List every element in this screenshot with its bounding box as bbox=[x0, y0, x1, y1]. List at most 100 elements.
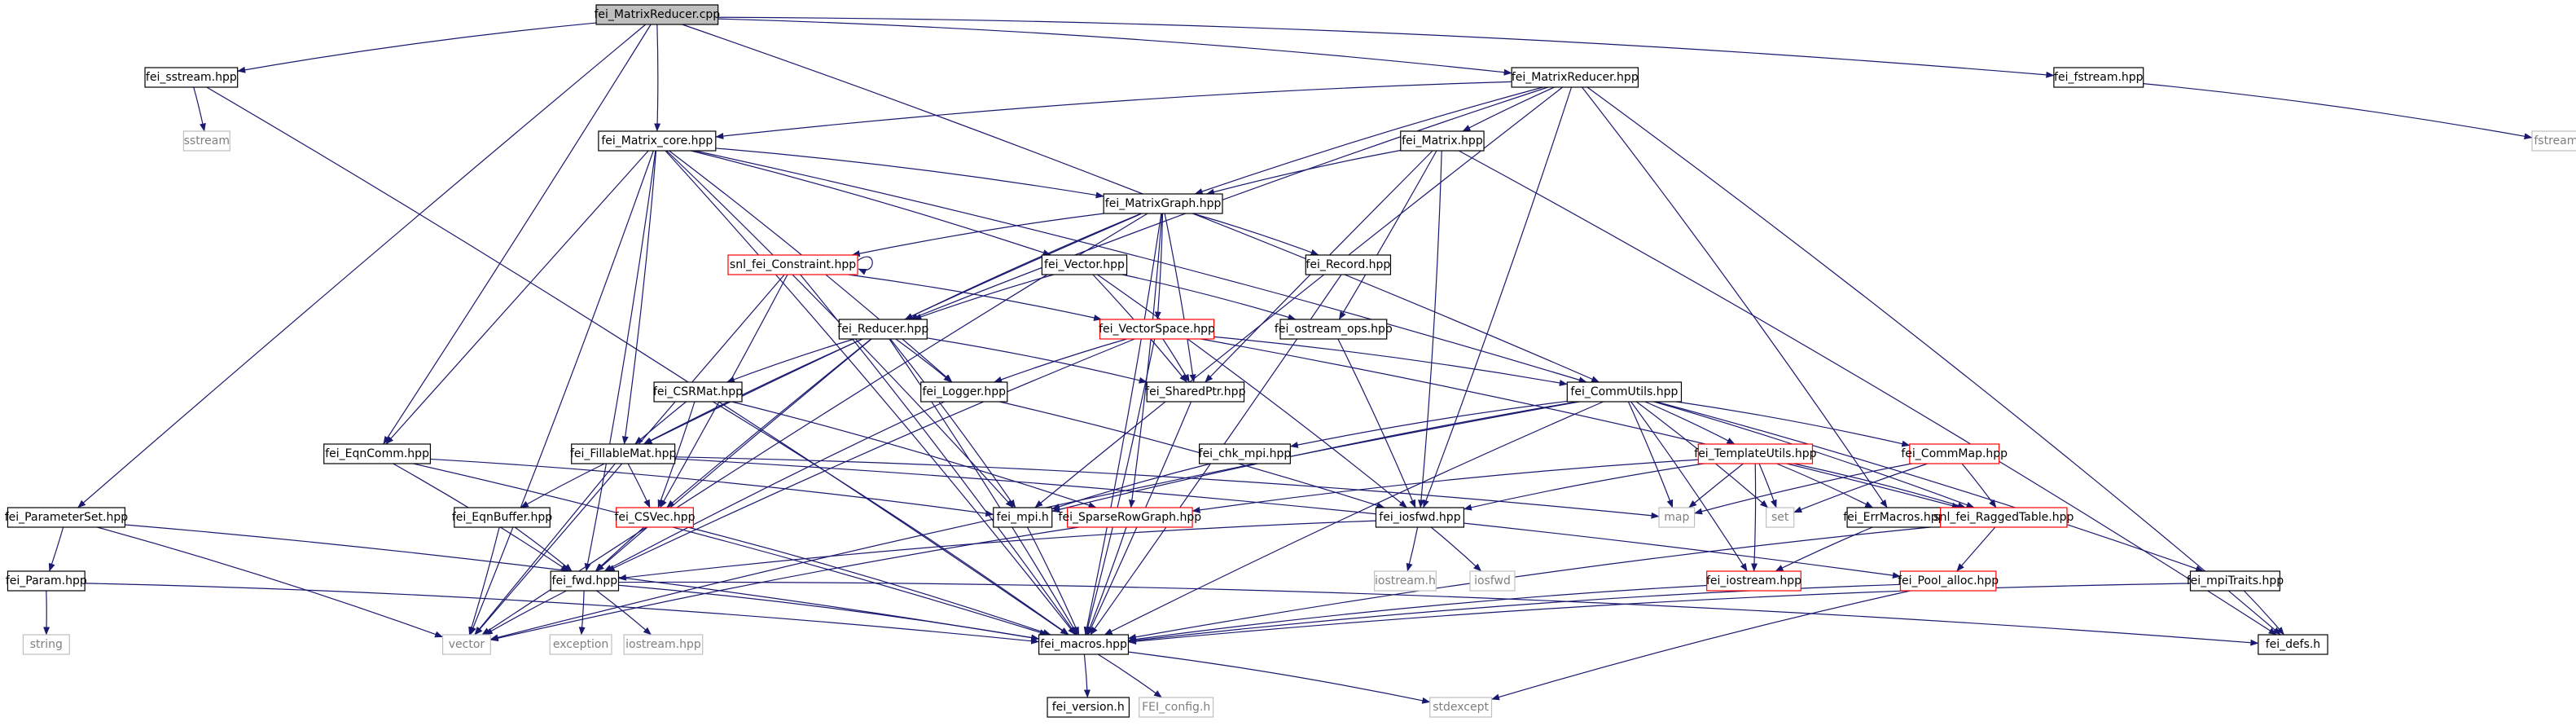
node-box bbox=[571, 443, 676, 464]
node-chkmpi[interactable]: fei_chk_mpi.hpp bbox=[1199, 443, 1292, 464]
node-eqnbuf[interactable]: fei_EqnBuffer.hpp bbox=[452, 507, 552, 528]
edge-commutils-to-ragged bbox=[1653, 401, 1975, 508]
node-fstream-h[interactable]: fei_fstream.hpp bbox=[2053, 67, 2144, 88]
node-iostream-hpp-ext: iostream.hpp bbox=[623, 634, 704, 655]
edge-mcore-to-vector bbox=[469, 150, 654, 636]
node-templ[interactable]: fei_TemplateUtils.hpp bbox=[1694, 443, 1817, 464]
node-defs[interactable]: fei_defs.h bbox=[2258, 634, 2328, 655]
node-ragged[interactable]: snl_fei_RaggedTable.hpp bbox=[1933, 507, 2074, 528]
edge-root-to-mcore bbox=[654, 24, 661, 132]
edge-constraint-to-vspace bbox=[848, 274, 1103, 321]
node-iosfwd-h[interactable]: fei_iosfwd.hpp bbox=[1375, 507, 1465, 528]
node-label: fei_fwd.hpp bbox=[552, 574, 618, 587]
node-label: fei_MatrixReducer.hpp bbox=[1512, 71, 1639, 84]
edge-mcore-to-macros bbox=[665, 150, 1076, 636]
node-csvec[interactable]: fei_CSVec.hpp bbox=[615, 507, 696, 528]
node-label: fei_MatrixReducer.cpp bbox=[595, 8, 721, 21]
node-label: fei_SparseRowGraph.hpp bbox=[1059, 511, 1202, 524]
edge-chkmpi-to-mpi bbox=[1051, 463, 1211, 510]
node-vspace[interactable]: fei_VectorSpace.hpp bbox=[1099, 319, 1215, 340]
edge-mgraph-to-vspace bbox=[1154, 213, 1164, 320]
node-fwd[interactable]: fei_fwd.hpp bbox=[550, 570, 620, 592]
edge-csrmat-to-srg bbox=[731, 401, 1097, 508]
edge-root-to-eqncomm bbox=[383, 24, 652, 445]
node-box bbox=[323, 443, 432, 464]
edge-mr-h-to-mpi bbox=[1034, 86, 1564, 508]
edge-vspace-to-fwd bbox=[606, 338, 1135, 572]
node-eqncomm[interactable]: fei_EqnComm.hpp bbox=[323, 443, 432, 464]
node-sharedptr[interactable]: fei_SharedPtr.hpp bbox=[1145, 381, 1246, 403]
edge-constraint-to-constraint bbox=[857, 256, 873, 275]
node-errmacros[interactable]: fei_ErrMacros.hpp bbox=[1843, 507, 1946, 528]
node-exception: exception bbox=[549, 634, 612, 655]
edge-fillable-to-eqnbuf bbox=[520, 463, 605, 508]
node-mpi[interactable]: fei_mpi.h bbox=[993, 507, 1053, 528]
edge-matrix-to-defs bbox=[1458, 150, 2277, 636]
node-box bbox=[1400, 130, 1485, 152]
node-label: fei_iosfwd.hpp bbox=[1379, 511, 1460, 524]
node-record[interactable]: fei_Record.hpp bbox=[1305, 254, 1392, 275]
edge-fwd-to-exception bbox=[578, 590, 586, 636]
node-mpitraits[interactable]: fei_mpiTraits.hpp bbox=[2187, 570, 2284, 592]
edge-vspace-to-sharedptr bbox=[1162, 338, 1191, 383]
edge-mcore-to-fillable bbox=[621, 150, 657, 445]
edge-root-to-fstream-h bbox=[718, 16, 2055, 78]
edge-mr-h-to-reducer bbox=[909, 86, 1548, 320]
node-ostream-ops[interactable]: fei_ostream_ops.hpp bbox=[1275, 319, 1393, 340]
node-version[interactable]: fei_version.h bbox=[1047, 697, 1130, 718]
node-box bbox=[727, 254, 858, 275]
edge-macros-to-config bbox=[1097, 653, 1162, 698]
node-mgraph[interactable]: fei_MatrixGraph.hpp bbox=[1103, 193, 1223, 214]
node-reducer[interactable]: fei_Reducer.hpp bbox=[837, 319, 928, 340]
node-label: fei_Reducer.hpp bbox=[837, 323, 928, 336]
node-label: fei_CSRMat.hpp bbox=[653, 385, 743, 398]
edge-vector-h-to-ostream-ops bbox=[1121, 274, 1297, 321]
node-iostream-hpp[interactable]: fei_iostream.hpp bbox=[1706, 570, 1801, 592]
node-box bbox=[653, 381, 743, 403]
edge-fwd-to-vector bbox=[484, 590, 567, 636]
edge-vspace-to-logger bbox=[994, 338, 1127, 383]
node-box bbox=[598, 130, 717, 152]
node-label: fei_defs.h bbox=[2266, 638, 2320, 651]
edge-paramset-to-vector bbox=[97, 526, 444, 638]
node-box bbox=[549, 634, 612, 655]
node-mr-h[interactable]: fei_MatrixReducer.hpp bbox=[1511, 67, 1639, 88]
node-paramset[interactable]: fei_ParameterSet.hpp bbox=[5, 507, 128, 528]
node-srg[interactable]: fei_SparseRowGraph.hpp bbox=[1059, 507, 1202, 528]
node-constraint[interactable]: snl_fei_Constraint.hpp bbox=[727, 254, 858, 275]
edge-mpitraits-to-macros bbox=[1127, 583, 2191, 645]
node-param[interactable]: fei_Param.hpp bbox=[6, 570, 87, 592]
node-matrix[interactable]: fei_Matrix.hpp bbox=[1400, 130, 1485, 152]
node-sstream-h[interactable]: fei_sstream.hpp bbox=[144, 67, 239, 88]
node-macros[interactable]: fei_macros.hpp bbox=[1038, 634, 1130, 655]
node-label: fei_mpiTraits.hpp bbox=[2187, 574, 2284, 587]
edge-commutils-to-mpitraits bbox=[1656, 401, 2205, 572]
node-commutils[interactable]: fei_CommUtils.hpp bbox=[1566, 381, 1683, 403]
node-csrmat[interactable]: fei_CSRMat.hpp bbox=[653, 381, 743, 403]
node-label: fei_CommUtils.hpp bbox=[1570, 385, 1678, 398]
node-mcore[interactable]: fei_Matrix_core.hpp bbox=[598, 130, 717, 152]
node-box bbox=[2189, 570, 2280, 592]
node-root[interactable]: fei_MatrixReducer.cpp bbox=[595, 4, 721, 25]
node-box bbox=[1373, 570, 1437, 592]
edge-matrix-to-ostream-ops bbox=[1338, 150, 1437, 320]
node-box bbox=[454, 507, 551, 528]
edge-csrmat-to-macros bbox=[713, 401, 1069, 636]
node-label: fei_MatrixGraph.hpp bbox=[1105, 197, 1222, 210]
node-label: map bbox=[1664, 511, 1689, 524]
edge-fillable-to-csvec bbox=[627, 463, 651, 508]
edge-eqnbuf-to-fwd bbox=[514, 526, 573, 572]
node-logger[interactable]: fei_Logger.hpp bbox=[920, 381, 1008, 403]
edge-commmap-to-ragged bbox=[1961, 463, 1997, 508]
edge-ragged-to-pool bbox=[1956, 526, 1996, 572]
node-label: fei_Matrix_core.hpp bbox=[601, 134, 713, 147]
node-box bbox=[1305, 254, 1392, 275]
edge-commutils-to-macros bbox=[1104, 401, 1604, 636]
node-vector-h[interactable]: fei_Vector.hpp bbox=[1041, 254, 1128, 275]
node-commmap[interactable]: fei_CommMap.hpp bbox=[1901, 443, 2008, 464]
node-label: fei_TemplateUtils.hpp bbox=[1694, 447, 1816, 460]
node-pool[interactable]: fei_Pool_alloc.hpp bbox=[1898, 570, 1999, 592]
node-fillable[interactable]: fei_FillableMat.hpp bbox=[570, 443, 676, 464]
node-box bbox=[7, 507, 126, 528]
node-box bbox=[550, 570, 620, 592]
